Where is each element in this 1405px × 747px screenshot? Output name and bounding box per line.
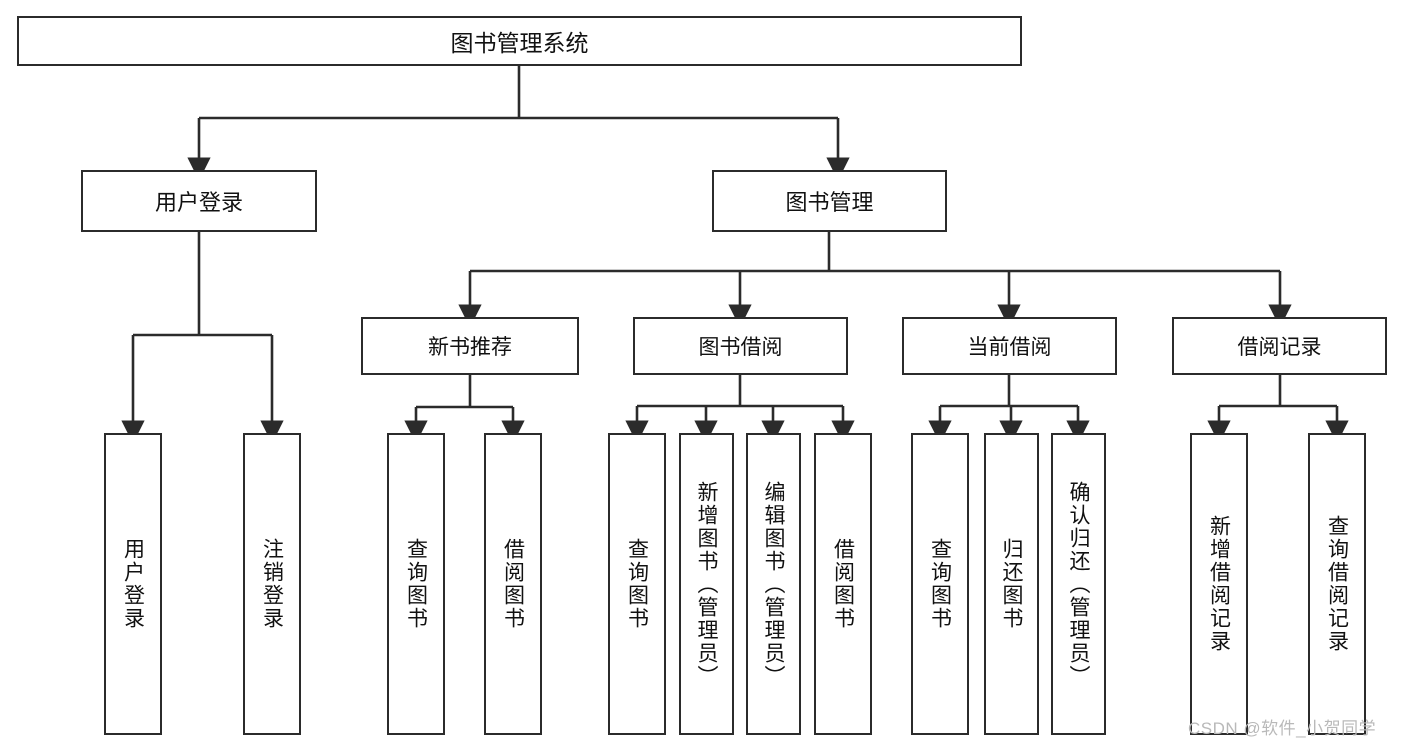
leaf-edit-book-label: 编辑图书（管理员） [762,480,785,688]
leaf-add-record-label: 新增借阅记录 [1207,515,1231,653]
leaf-query-book-3-label: 查询图书 [928,538,952,630]
node-new-book-recommend-label: 新书推荐 [428,336,512,359]
leaf-borrow-book-2-label: 借阅图书 [831,538,855,630]
leaf-add-record[interactable]: 新增借阅记录 [1190,433,1248,735]
leaf-query-book-3[interactable]: 查询图书 [911,433,969,735]
leaf-return-book-label: 归还图书 [1000,538,1023,630]
leaf-borrow-book-1[interactable]: 借阅图书 [484,433,542,735]
node-user-login[interactable]: 用户登录 [81,170,317,232]
leaf-confirm-return[interactable]: 确认归还（管理员） [1051,433,1106,735]
node-current-borrow[interactable]: 当前借阅 [902,317,1117,375]
node-borrow-record-label: 借阅记录 [1237,336,1322,359]
leaf-query-book-1-label: 查询图书 [404,538,428,630]
leaf-query-book-1[interactable]: 查询图书 [387,433,445,735]
leaf-user-logout-label: 注销登录 [260,538,284,630]
leaf-borrow-book-2[interactable]: 借阅图书 [814,433,872,735]
node-root[interactable]: 图书管理系统 [17,16,1022,66]
leaf-borrow-book-1-label: 借阅图书 [501,538,525,630]
leaf-confirm-return-label: 确认归还（管理员） [1067,480,1090,688]
leaf-user-login-label: 用户登录 [121,538,145,630]
node-book-manage[interactable]: 图书管理 [712,170,947,232]
leaf-query-record[interactable]: 查询借阅记录 [1308,433,1366,735]
node-user-login-label: 用户登录 [154,190,243,215]
leaf-query-record-label: 查询借阅记录 [1325,515,1349,653]
node-borrow-record[interactable]: 借阅记录 [1172,317,1387,375]
leaf-query-book-2-label: 查询图书 [625,538,649,630]
leaf-add-book[interactable]: 新增图书（管理员） [679,433,734,735]
node-root-label: 图书管理系统 [450,30,589,56]
leaf-add-book-label: 新增图书（管理员） [695,480,718,688]
node-current-borrow-label: 当前借阅 [967,336,1052,359]
node-book-borrow-label: 图书借阅 [698,336,783,359]
leaf-user-login[interactable]: 用户登录 [104,433,162,735]
leaf-return-book[interactable]: 归还图书 [984,433,1039,735]
leaf-edit-book[interactable]: 编辑图书（管理员） [746,433,801,735]
csdn-watermark: CSDN @软件_小贺同学 [1188,719,1377,738]
leaf-user-logout[interactable]: 注销登录 [243,433,301,735]
node-new-book-recommend[interactable]: 新书推荐 [361,317,579,375]
leaf-query-book-2[interactable]: 查询图书 [608,433,666,735]
node-book-borrow[interactable]: 图书借阅 [633,317,848,375]
node-book-manage-label: 图书管理 [785,190,874,215]
